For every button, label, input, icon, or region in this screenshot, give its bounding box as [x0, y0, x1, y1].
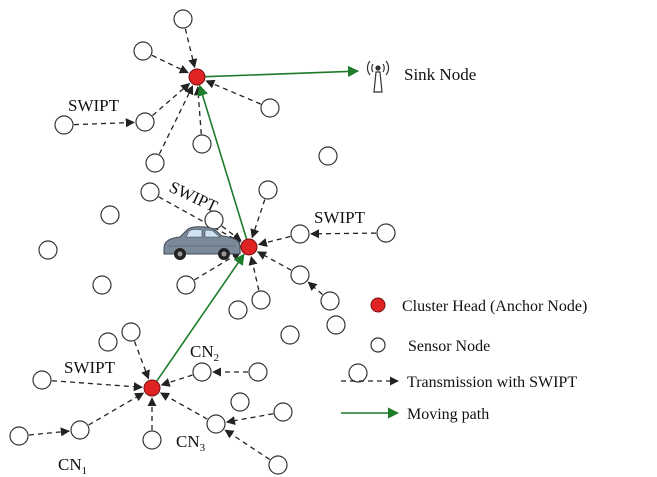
cn1-label: CN1 [58, 455, 87, 477]
moving-path-arrow [197, 84, 248, 240]
swipt-label-rotated: SWIPT [166, 177, 221, 216]
sensor-node [54, 115, 74, 135]
sensor-node [70, 420, 90, 440]
sensor-node [273, 402, 293, 422]
swipt-arrow [184, 28, 198, 69]
swipt-arrow [133, 341, 150, 380]
sensor-node [280, 325, 300, 345]
swipt-transmissions [28, 28, 377, 461]
legend-cluster-head-label: Cluster Head (Anchor Node) [402, 298, 587, 315]
sensor-node [192, 134, 212, 154]
swipt-arrow [152, 82, 191, 116]
swipt-arrow [158, 85, 194, 155]
sensor-node [133, 41, 153, 61]
sensor-node [320, 291, 340, 311]
moving-path [155, 65, 360, 382]
swipt-arrow [307, 281, 323, 295]
swipt-arrow [51, 380, 143, 392]
sensor-node [92, 275, 112, 295]
sensor-node [251, 290, 271, 310]
legend-moving-path-label: Moving path [407, 406, 489, 423]
legend-sensor-node-label: Sensor Node [408, 338, 490, 355]
swipt-arrow [151, 54, 189, 74]
sensor-nodes [9, 9, 396, 475]
swipt-arrow [88, 392, 145, 426]
sensor-node [248, 362, 268, 382]
moving-path-arrow [204, 65, 360, 78]
legend-sensor-node-marker [370, 337, 386, 353]
legend: Cluster Head (Anchor Node) Sensor Node T… [341, 297, 587, 423]
swipt-label-top: SWIPT [68, 96, 120, 115]
sensor-node [206, 414, 226, 434]
legend-cluster-head-marker [370, 297, 386, 313]
sensor-node [290, 224, 310, 244]
sensor-node [290, 265, 310, 285]
sensor-node [121, 322, 141, 342]
sensor-node [230, 392, 250, 412]
cn2-label: CN2 [190, 342, 219, 364]
sensor-node [260, 98, 280, 118]
moving-path-arrow [155, 253, 245, 382]
swipt-arrow [248, 255, 260, 291]
sensor-node [32, 370, 52, 390]
sensor-node [176, 275, 196, 295]
swipt-label-bottom: SWIPT [64, 358, 116, 377]
swipt-arrow [256, 251, 292, 271]
sensor-node [140, 182, 160, 202]
car-icon [163, 226, 241, 260]
cluster-head-node [188, 68, 206, 86]
antenna-tower-icon [366, 60, 390, 93]
swipt-arrow [310, 229, 377, 239]
cluster-head-node [143, 379, 161, 397]
sink-node-label: Sink Node [404, 65, 476, 84]
cn3-label: CN3 [176, 432, 206, 454]
sensor-node [135, 112, 155, 132]
swipt-label-right: SWIPT [314, 208, 366, 227]
swipt-arrow [250, 199, 266, 239]
sensor-node [228, 300, 248, 320]
swipt-arrow [160, 374, 193, 387]
swipt-arrow [257, 235, 291, 247]
swipt-arrow [193, 86, 203, 135]
sensor-node [192, 362, 212, 382]
sensor-node [318, 146, 338, 166]
swipt-arrow [224, 429, 271, 461]
swipt-arrow [73, 118, 135, 128]
sensor-node [145, 153, 165, 173]
sensor-node [348, 363, 368, 383]
swipt-arrow [159, 392, 208, 420]
sensor-node [38, 240, 58, 260]
sensor-node [376, 223, 396, 243]
cluster-head-node [240, 238, 258, 256]
sensor-node [98, 332, 118, 352]
sensor-node [268, 455, 288, 475]
sensor-node [173, 9, 193, 29]
sensor-node [9, 426, 29, 446]
cluster-heads [143, 68, 258, 397]
sensor-node [142, 430, 162, 450]
swipt-arrow [194, 251, 242, 281]
sensor-node [258, 180, 278, 200]
sensor-node [326, 315, 346, 335]
sensor-node [100, 205, 120, 225]
legend-transmission-label: Transmission with SWIPT [407, 374, 577, 391]
swipt-arrow [158, 196, 242, 243]
swipt-arrow [28, 427, 70, 437]
swipt-arrow [225, 413, 274, 426]
swipt-arrow [205, 79, 262, 105]
swipt-arrow [221, 225, 242, 242]
